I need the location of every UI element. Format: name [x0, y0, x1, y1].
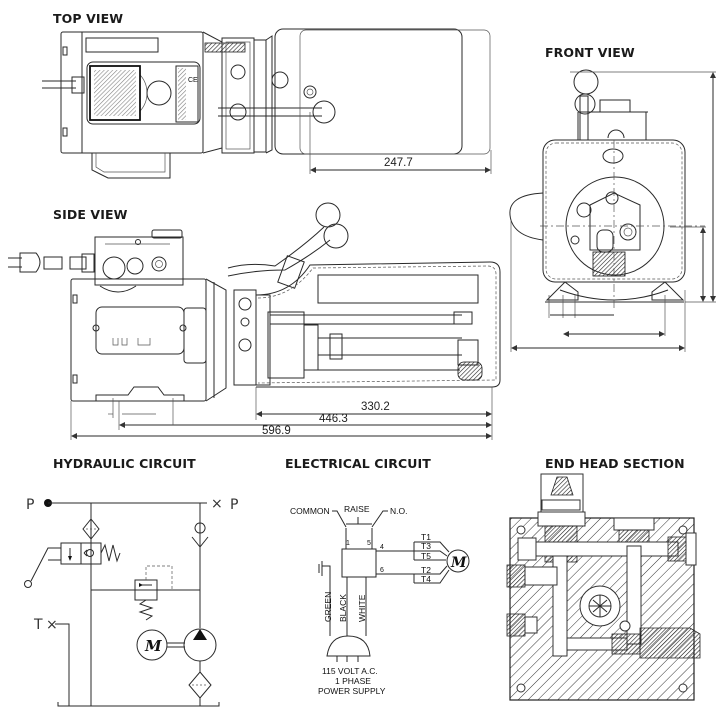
top-view-dim: 247.7: [384, 157, 413, 169]
label-no: N.O.: [390, 506, 407, 516]
port-p-right: P: [230, 497, 238, 513]
supply-line-3: POWER SUPPLY: [318, 686, 386, 696]
top-view-drawing: CE 247.7: [42, 28, 492, 179]
end-head-section-drawing: [506, 473, 701, 701]
label-common: COMMON: [290, 506, 330, 516]
lead-t5: T5: [421, 551, 431, 561]
filter-icon: [82, 518, 100, 540]
electric-motor-icon: [446, 549, 470, 573]
electrical-circuit-title: ELECTRICAL CIRCUIT: [285, 456, 431, 471]
lead-t4: T4: [421, 574, 431, 584]
wire-green: GREEN: [323, 592, 333, 622]
terminal-5: 5: [367, 540, 371, 547]
side-dim-596: 596.9: [262, 425, 291, 437]
side-dim-330: 330.2: [361, 401, 390, 413]
port-p-left: P: [26, 497, 34, 513]
switch-box: [341, 548, 377, 578]
hydraulic-motor-label: M: [144, 637, 162, 655]
side-dim-446: 446.3: [319, 413, 348, 425]
ce-mark: CE: [188, 77, 198, 84]
end-head-section-title: END HEAD SECTION: [545, 456, 685, 471]
port-t-cross: ×: [46, 617, 58, 633]
terminal-6: 6: [380, 567, 384, 574]
electric-motor-label: M: [450, 555, 467, 571]
top-view-title: TOP VIEW: [53, 11, 124, 26]
port-t: T: [33, 617, 43, 633]
terminal-1: 1: [346, 540, 350, 547]
terminal-4: 4: [380, 544, 384, 551]
hydraulic-circuit-title: HYDRAULIC CIRCUIT: [53, 456, 196, 471]
supply-line-2: 1 PHASE: [335, 676, 371, 686]
side-view-title: SIDE VIEW: [53, 207, 128, 222]
supply-line-1: 115 VOLT A.C.: [322, 666, 378, 676]
port-p-cross: ×: [211, 496, 223, 512]
side-view-drawing: 330.2 446.3 596.9: [8, 202, 501, 440]
lead-t1: T1: [421, 532, 431, 542]
wire-white: WHITE: [357, 594, 367, 622]
electrical-circuit-diagram: COMMON RAISE N.O. 1 5 4 6 T1 T3 T5 T2 T4…: [290, 504, 470, 696]
lead-t2: T2: [421, 565, 431, 575]
front-view-title: FRONT VIEW: [545, 45, 635, 60]
wire-black: BLACK: [338, 594, 348, 622]
hydraulic-circuit-diagram: P × P T × M: [24, 496, 238, 707]
power-plug-icon: [326, 635, 371, 657]
label-raise: RAISE: [344, 504, 370, 514]
front-view-drawing: [509, 69, 716, 352]
lead-t3: T3: [421, 541, 431, 551]
